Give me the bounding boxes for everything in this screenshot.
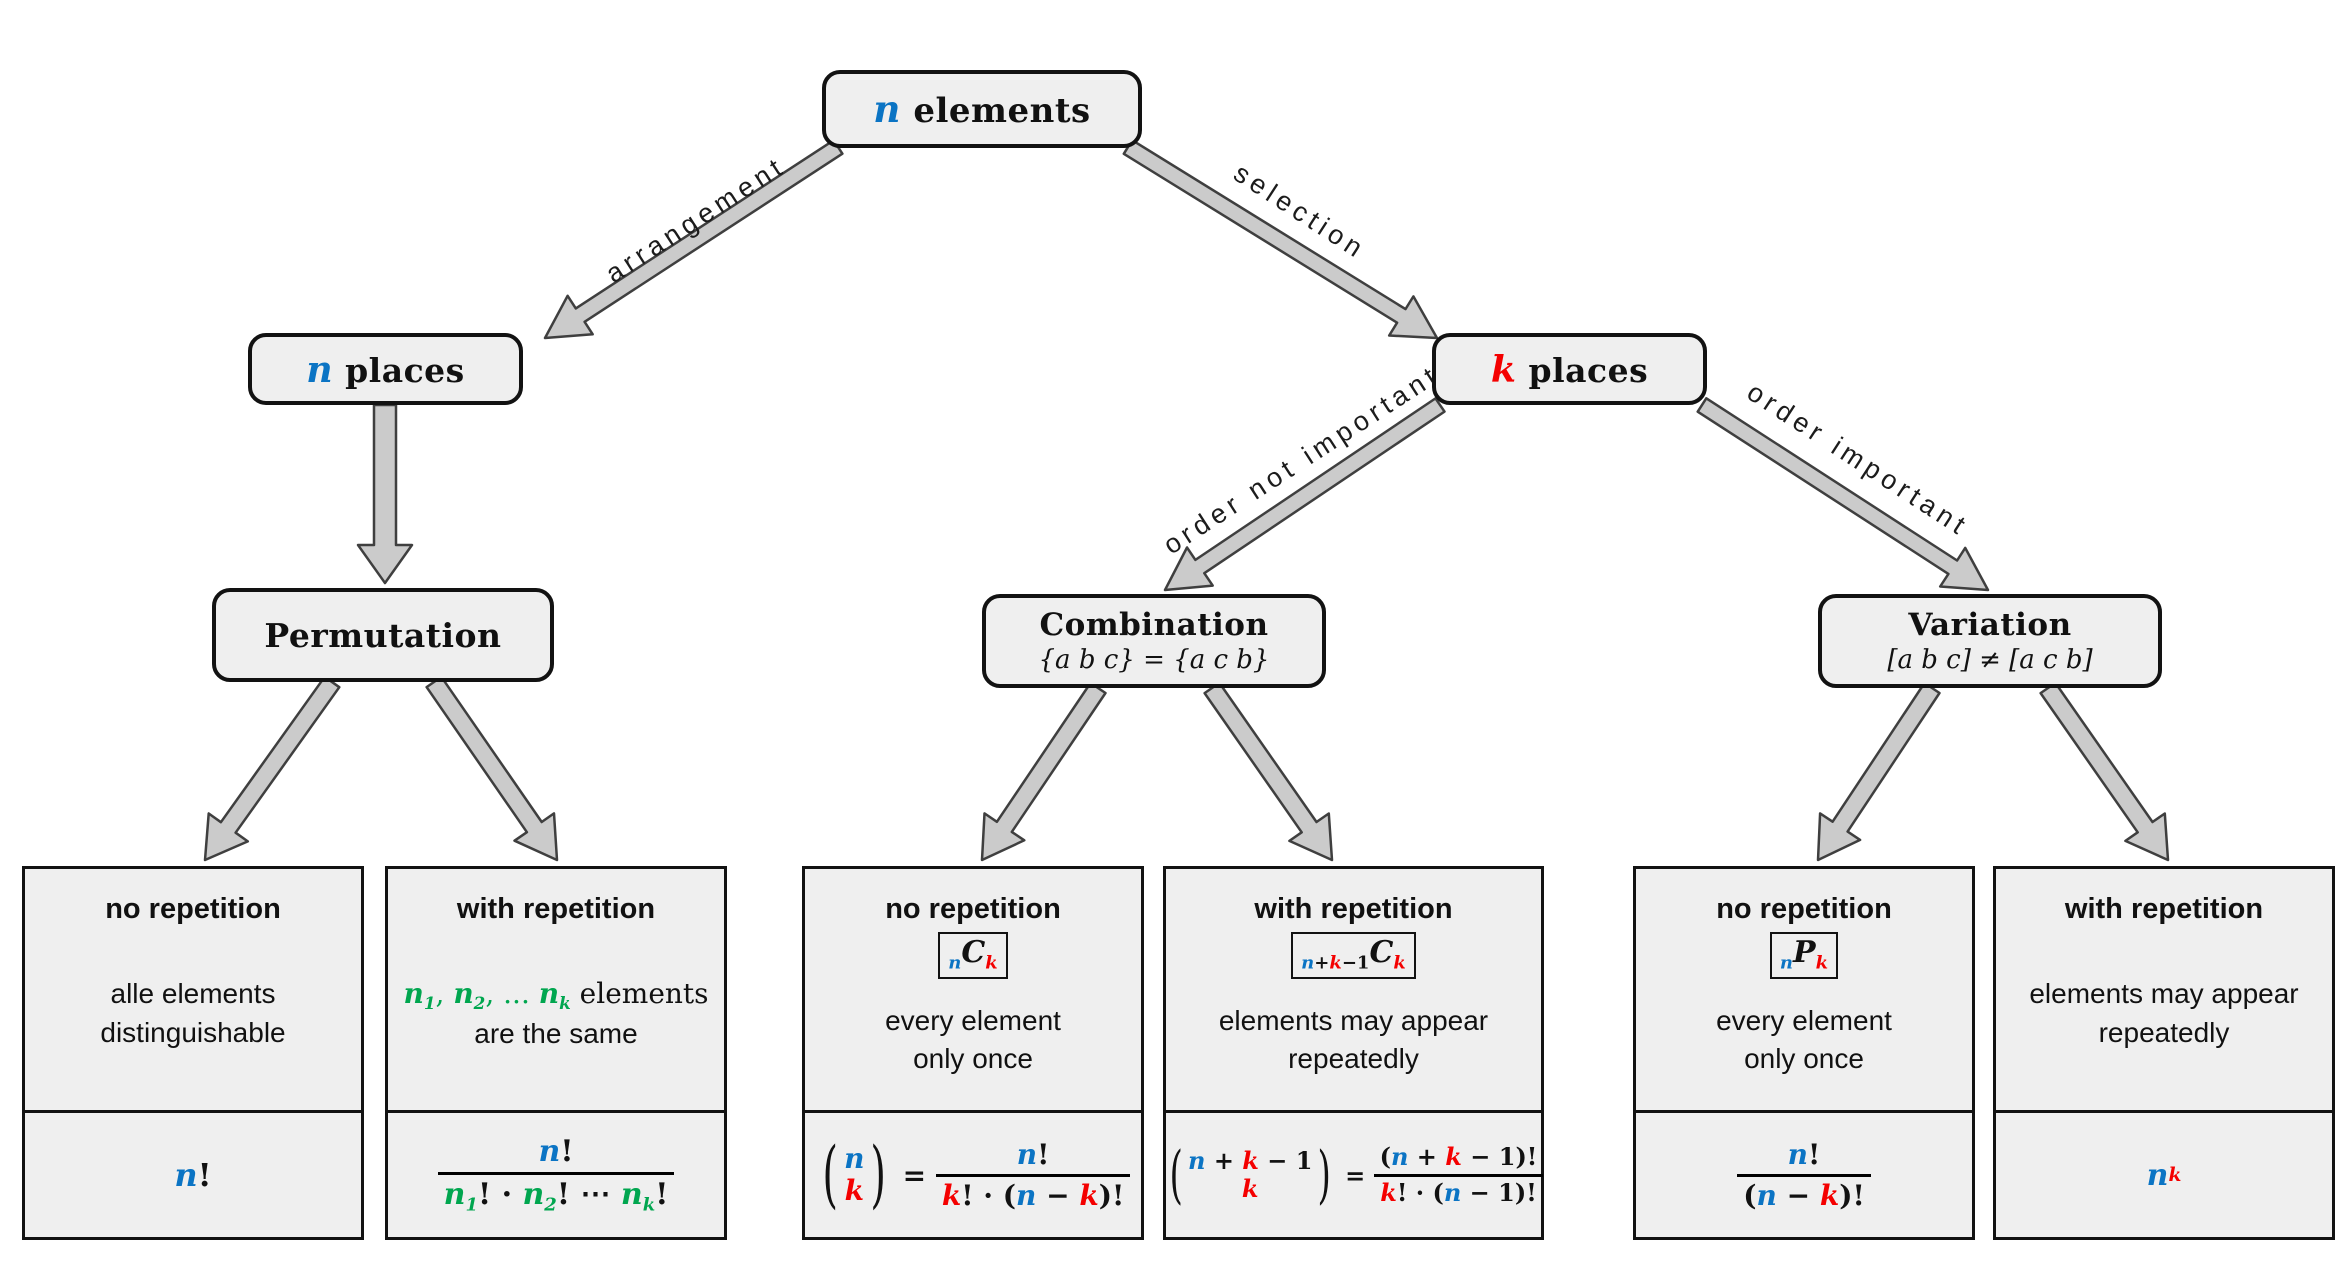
arrow-var-to-leaf5	[1816, 681, 1941, 862]
leaf-formula: n!n1! · n2! ⋯ nk!	[437, 1133, 675, 1217]
leaf-title: no repetition	[105, 893, 281, 925]
node-n-elements: n elements	[822, 70, 1142, 148]
node-variation-title: Variation	[1908, 607, 2072, 643]
arrow-comb-to-leaf3	[980, 681, 1107, 862]
node-variation-subtitle: [a b c] ≠ [a c b]	[1887, 645, 2093, 675]
leaf-combination-with-repetition: with repetition n+k−1Ck elements may app…	[1163, 866, 1544, 1240]
arrow-comb-to-leaf4	[1203, 681, 1334, 862]
node-combination: Combination {a b c} = {a c b}	[982, 594, 1326, 688]
arrow-perm-to-leaf2	[425, 675, 559, 862]
arrow-order-not-important	[1163, 397, 1446, 592]
node-k-places-title: k places	[1490, 347, 1649, 391]
leaf-symbol-nPk: nPk	[1769, 932, 1839, 979]
leaf-formula: n!	[174, 1156, 212, 1194]
node-variation: Variation [a b c] ≠ [a c b]	[1818, 594, 2162, 688]
arrow-n-places-to-permutation	[356, 403, 414, 585]
leaf-title: with repetition	[1254, 893, 1453, 925]
node-combination-subtitle: {a b c} = {a c b}	[1038, 645, 1270, 675]
node-combination-title: Combination	[1039, 607, 1269, 643]
leaf-title: no repetition	[1716, 893, 1892, 925]
leaf-formula: n!(n − k)!	[1737, 1137, 1871, 1213]
arrow-perm-to-leaf1	[203, 675, 341, 862]
leaf-symbol-nCk: nCk	[938, 932, 1008, 979]
node-n-elements-title: n elements	[873, 87, 1091, 131]
node-n-places-title: n places	[306, 347, 465, 391]
leaf-title: no repetition	[885, 893, 1061, 925]
node-k-places: k places	[1432, 333, 1707, 405]
leaf-title: with repetition	[456, 893, 656, 925]
arrow-order-important	[1696, 397, 1990, 592]
arrow-arrangement	[543, 139, 844, 340]
leaf-symbol-n+k-1Ck: n+k−1Ck	[1291, 932, 1416, 979]
node-permutation-title: Permutation	[264, 615, 502, 655]
leaf-title: with repetition	[2064, 893, 2264, 925]
arrow-selection	[1122, 138, 1439, 340]
node-permutation: Permutation	[212, 588, 554, 682]
arrow-var-to-leaf6	[2039, 681, 2170, 862]
node-n-places: n places	[248, 333, 523, 405]
